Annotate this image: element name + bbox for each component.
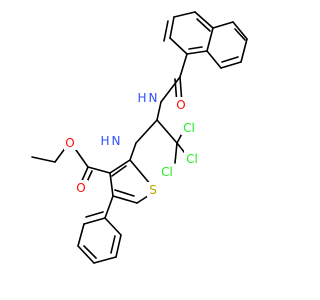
bond — [129, 159, 152, 186]
bond — [160, 76, 181, 103]
bond — [104, 195, 114, 219]
atom-label-chlorine: Cl — [186, 152, 198, 166]
bond — [186, 50, 208, 55]
bond — [85, 211, 104, 218]
bond — [77, 245, 95, 264]
atom-label-sulfur: S — [149, 183, 157, 197]
bond — [206, 27, 214, 52]
bond — [135, 119, 158, 144]
ester-bonds — [31, 146, 111, 187]
bond — [93, 256, 117, 264]
bond — [114, 189, 135, 197]
naphthalene-bonds — [163, 11, 248, 78]
bond — [206, 50, 222, 69]
trichloroethyl-bonds — [135, 119, 189, 164]
bond — [234, 28, 246, 41]
atom-label-chlorine: Cl — [161, 165, 173, 179]
bond — [220, 61, 242, 69]
bond — [83, 217, 106, 225]
bond — [173, 11, 196, 18]
bond — [156, 101, 162, 121]
bond — [196, 18, 211, 32]
bond — [31, 156, 56, 163]
atom-label-oxygen: O — [76, 181, 85, 195]
molecule-structure: O H N Cl Cl Cl H N O O S — [31, 11, 248, 264]
bond — [188, 46, 203, 50]
bond — [115, 234, 122, 258]
bond — [111, 165, 127, 177]
bond — [169, 16, 175, 39]
bond — [240, 38, 248, 63]
amide-bonds — [156, 76, 183, 121]
bond — [87, 166, 111, 174]
atom-label-oxygen: O — [176, 98, 185, 112]
atom-label-oxygen: O — [65, 136, 74, 150]
thiophene-bonds — [109, 142, 152, 204]
bond — [104, 217, 122, 236]
bond — [221, 56, 239, 63]
bond — [110, 235, 116, 254]
bond — [112, 195, 138, 204]
bond — [109, 159, 131, 174]
bond — [212, 21, 234, 29]
phenyl-bonds — [77, 195, 122, 264]
atom-label-hydrogen: H — [100, 134, 109, 148]
bond — [179, 53, 188, 78]
bond — [169, 37, 188, 55]
atom-label-hydrogen: H — [137, 91, 146, 105]
bond — [194, 11, 214, 29]
bond — [109, 172, 114, 197]
bond — [129, 142, 137, 161]
atom-label-nitrogen: N — [112, 134, 121, 148]
bond — [83, 245, 97, 259]
bond — [156, 119, 178, 144]
bond — [174, 142, 178, 164]
atom-labels: O H N Cl Cl Cl H N O O S — [64, 90, 200, 197]
atom-label-nitrogen: N — [149, 91, 158, 105]
bond — [75, 149, 89, 168]
atom-label-chlorine: Cl — [183, 121, 195, 135]
bond — [77, 223, 85, 247]
bond — [163, 20, 169, 42]
bond — [232, 21, 248, 40]
